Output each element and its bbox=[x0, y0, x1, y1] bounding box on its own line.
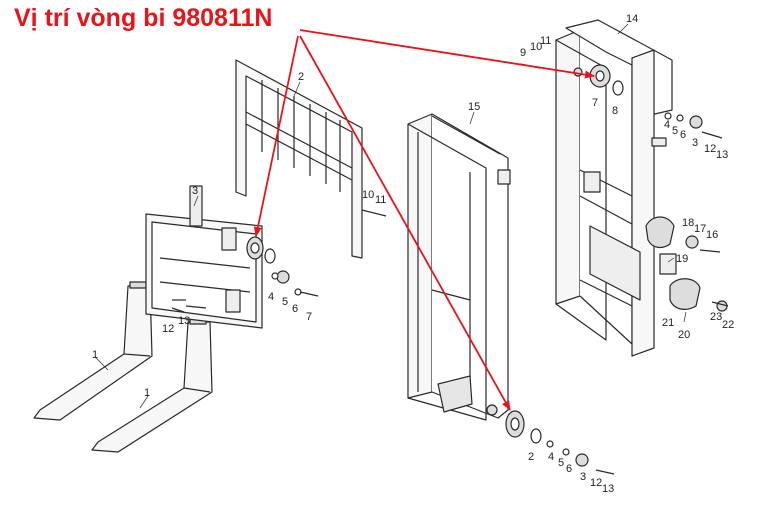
label-car-11: 11 bbox=[375, 194, 386, 206]
label-carriage: 3 bbox=[192, 185, 198, 197]
label-outer-8: 8 bbox=[612, 105, 618, 117]
outer-mast bbox=[555, 19, 701, 357]
label-outer-16: 16 bbox=[706, 229, 718, 241]
label-inner-3: 3 bbox=[580, 471, 586, 483]
label-car-7: 7 bbox=[306, 311, 312, 323]
label-outer-22: 22 bbox=[722, 319, 734, 331]
label-outer-13: 13 bbox=[716, 149, 728, 161]
label-outer-21: 21 bbox=[662, 317, 674, 329]
part-number-labels: 1 1 2 3 4 5 6 7 10 11 12 13 15 2 4 5 6 3… bbox=[92, 13, 734, 495]
label-inner-5: 5 bbox=[558, 457, 564, 469]
label-outer-12: 12 bbox=[704, 143, 716, 155]
label-outer-7: 7 bbox=[592, 97, 598, 109]
label-outer-19: 19 bbox=[676, 253, 688, 265]
label-car-12: 12 bbox=[162, 323, 174, 335]
load-backrest bbox=[235, 59, 387, 259]
label-inner-6: 6 bbox=[566, 463, 572, 475]
arrow-to-outer-mast-bearing bbox=[299, 29, 595, 79]
label-inner-4: 4 bbox=[548, 451, 554, 463]
label-outer-5: 5 bbox=[672, 125, 678, 137]
label-outer-3: 3 bbox=[692, 137, 698, 149]
inner-mast bbox=[407, 113, 511, 421]
label-outer-20: 20 bbox=[678, 329, 690, 341]
label-outer-18: 18 bbox=[682, 217, 694, 229]
label-outer-6: 6 bbox=[680, 129, 686, 141]
label-outer-mast: 14 bbox=[626, 13, 638, 25]
callout-arrows bbox=[253, 29, 595, 411]
label-inner-2: 2 bbox=[528, 451, 534, 463]
label-inner-12: 12 bbox=[590, 477, 602, 489]
label-inner-13: 13 bbox=[602, 483, 614, 495]
label-inner-mast: 15 bbox=[468, 101, 480, 113]
bearing-position-title: Vị trí vòng bi 980811N bbox=[14, 4, 273, 32]
label-fork-left: 1 bbox=[92, 349, 98, 361]
label-outer-9: 9 bbox=[520, 47, 526, 59]
fork-carriage bbox=[145, 185, 263, 329]
inner-mast-bearing bbox=[505, 410, 615, 475]
leader-lines bbox=[95, 23, 687, 409]
label-car-6: 6 bbox=[292, 303, 298, 315]
arrow-to-carriage-bearing bbox=[253, 35, 299, 237]
outer-mast-bearing bbox=[519, 63, 729, 312]
label-outer-11: 11 bbox=[540, 35, 551, 47]
label-outer-10: 10 bbox=[530, 41, 542, 53]
label-car-10: 10 bbox=[362, 189, 374, 201]
carriage-roller-bearing bbox=[171, 236, 319, 313]
label-car-13: 13 bbox=[178, 315, 190, 327]
label-outer-4: 4 bbox=[664, 119, 670, 131]
label-backrest: 2 bbox=[298, 71, 304, 83]
label-outer-17: 17 bbox=[694, 223, 706, 235]
label-outer-23: 23 bbox=[710, 311, 722, 323]
label-car-5: 5 bbox=[282, 296, 288, 308]
label-fork-right: 1 bbox=[144, 387, 150, 399]
label-car-4: 4 bbox=[268, 291, 274, 303]
arrow-to-inner-mast-bearing bbox=[299, 35, 511, 411]
